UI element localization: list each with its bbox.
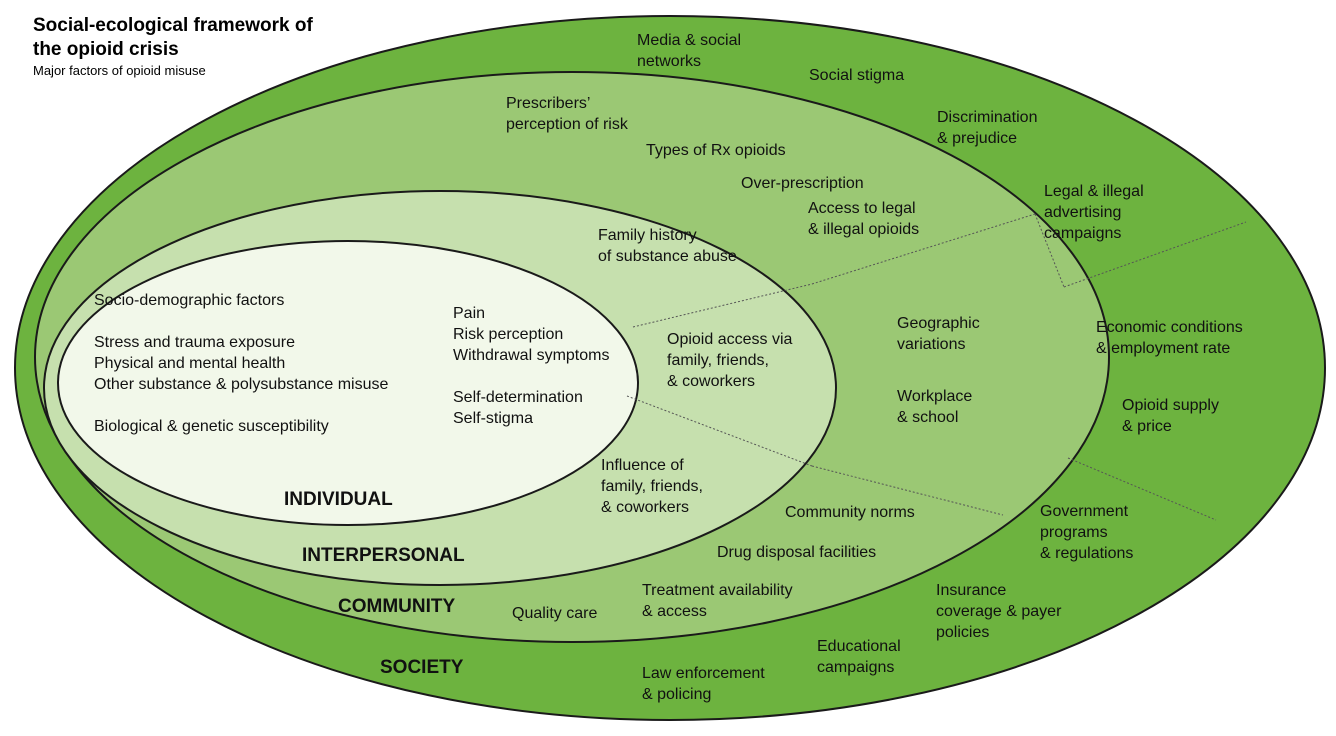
divider-community-lower [811,465,1004,516]
divider-society-upper [1034,213,1065,288]
individual-biological: Biological & genetic susceptibility [94,418,329,435]
society-educational: Educational campaigns [817,638,901,676]
individual-self-group: Self-determination Self-stigma [453,389,583,427]
society-economic: Economic conditions & employment rate [1096,319,1243,357]
society-law: Law enforcement & policing [642,665,765,703]
community-workplace: Workplace & school [897,388,973,426]
individual-ring [57,240,639,526]
level-label-individual: INDIVIDUAL [284,489,393,510]
divider-society-mid [1063,221,1247,288]
level-label-community: COMMUNITY [338,596,456,617]
divider-interpersonal-lower [626,395,813,467]
page-title: Social-ecological framework of the opioi… [33,15,313,60]
interpersonal-opioid-access: Opioid access via family, friends, & cow… [667,331,793,390]
community-geographic: Geographic variations [897,315,980,353]
society-discrimination: Discrimination & prejudice [937,109,1038,147]
society-stigma: Social stigma [809,67,905,84]
community-norms: Community norms [785,504,915,521]
community-prescribers: Prescribers’ perception of risk [506,95,628,133]
society-government: Government programs & regulations [1040,503,1134,562]
community-rx-types: Types of Rx opioids [646,142,786,159]
individual-stress-health: Stress and trauma exposure Physical and … [94,334,389,393]
page-subtitle: Major factors of opioid misuse [33,63,206,78]
interpersonal-influence: Influence of family, friends, & coworker… [601,457,703,516]
interpersonal-family-history: Family history of substance abuse [598,227,737,265]
society-media: Media & social networks [637,32,742,70]
individual-pain-group: Pain Risk perception Withdrawal symptoms [453,305,610,364]
divider-society-lower [1067,457,1217,521]
society-supply: Opioid supply & price [1122,397,1219,435]
community-over-prescription: Over-prescription [741,175,864,192]
level-label-interpersonal: INTERPERSONAL [302,545,465,566]
community-quality-care: Quality care [512,605,598,622]
divider-interpersonal-upper [632,283,813,328]
community-access-legal: Access to legal & illegal opioids [808,200,920,238]
divider-community-upper [811,213,1036,285]
community-treatment: Treatment availability & access [642,582,793,620]
society-insurance: Insurance coverage & payer policies [936,582,1062,641]
community-drug-disposal: Drug disposal facilities [717,544,877,561]
level-label-society: SOCIETY [380,657,464,678]
sector-dividers [626,213,1247,521]
society-advertising: Legal & illegal advertising campaigns [1044,183,1144,242]
individual-socio-demographic: Socio-demographic factors [94,292,285,309]
